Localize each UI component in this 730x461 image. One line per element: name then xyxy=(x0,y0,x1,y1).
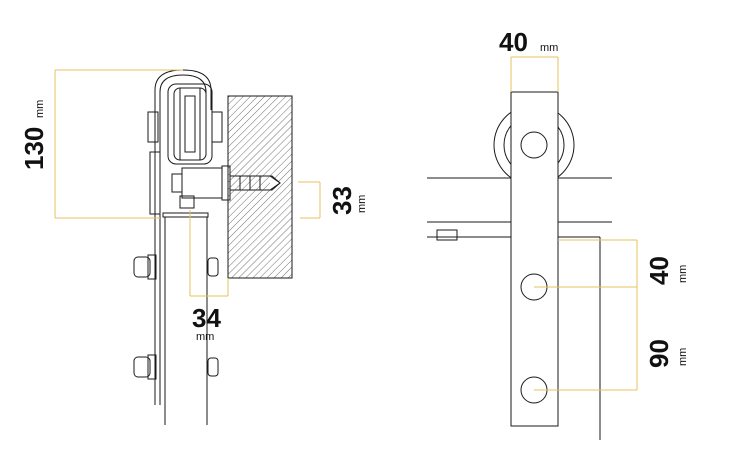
hole-spacing-top-value: 40 xyxy=(644,256,674,285)
width-dim-value: 40 xyxy=(499,27,528,57)
front-view xyxy=(427,91,612,440)
hole-top xyxy=(520,131,548,159)
front-strap xyxy=(510,91,559,427)
strap-bolts xyxy=(133,254,219,380)
depth-dim-value: 33 xyxy=(327,186,357,215)
wall-section xyxy=(227,95,293,279)
roller-wheel xyxy=(147,83,223,165)
hole-spacing-bottom-value: 90 xyxy=(644,339,674,368)
door-strap xyxy=(154,212,209,425)
side-dimension-lines xyxy=(54,69,321,297)
width-dim-unit: mm xyxy=(540,42,558,54)
offset-dim-value: 34 xyxy=(192,303,221,333)
offset-dim-unit: mm xyxy=(196,331,214,343)
depth-dim-unit: mm xyxy=(356,195,368,213)
hole-spacing-top-unit: mm xyxy=(677,265,689,283)
front-dimension-lines xyxy=(510,56,638,391)
hanger-strap xyxy=(154,69,212,213)
height-dim-unit: mm xyxy=(34,100,46,118)
rail-stopper xyxy=(436,229,458,241)
height-dim-value: 130 xyxy=(19,127,49,170)
hole-spacing-bottom-unit: mm xyxy=(677,348,689,366)
